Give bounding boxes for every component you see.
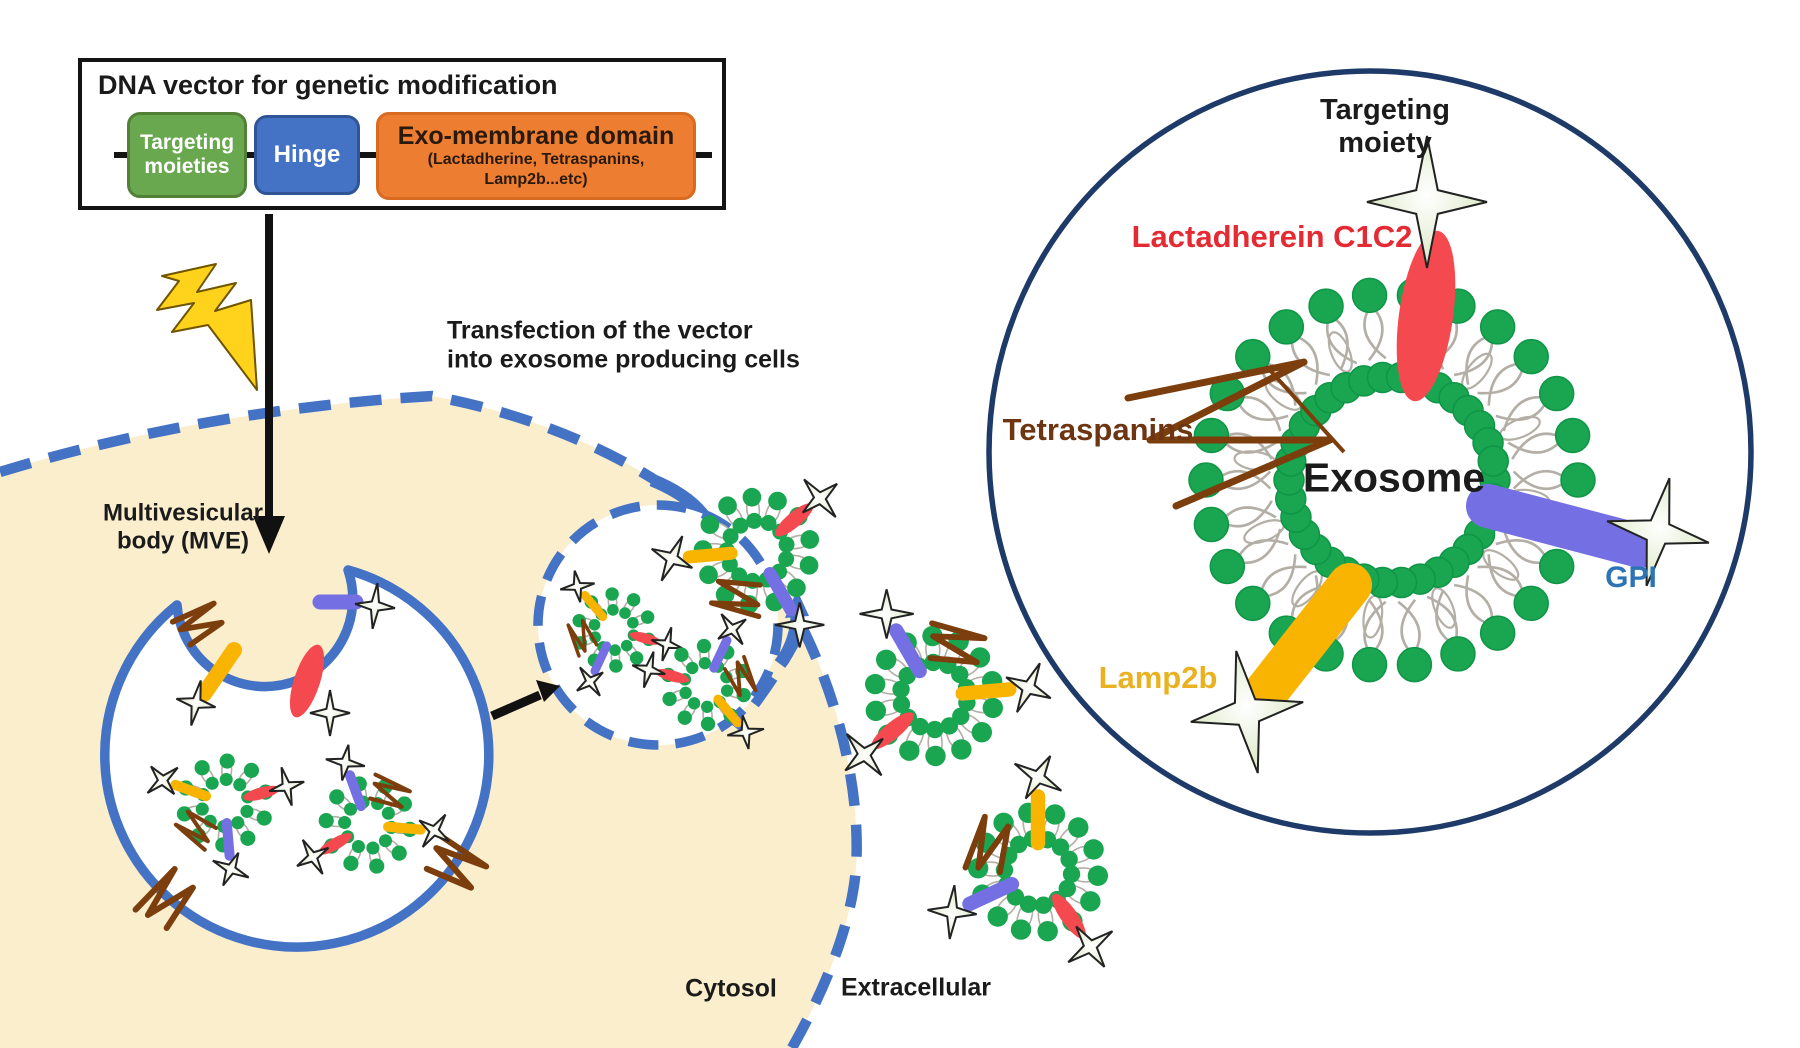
targeting-moiety-star-icon: [801, 478, 838, 518]
targeting-moiety-label: Targeting moiety: [1320, 94, 1450, 159]
tetraspanin-icon: [1124, 358, 1334, 510]
targeting-moiety-star-icon: [146, 765, 179, 795]
lactadherein-protein: [1396, 230, 1456, 402]
transfection-arrow-head: [253, 516, 285, 554]
tetraspanin-icon: [962, 813, 1012, 876]
lightning-bolt-icon: [156, 263, 258, 391]
targeting-moiety-star-icon: [1005, 662, 1052, 713]
targeting-moiety-star-icon: [1366, 135, 1488, 269]
lactadherein-protein: [289, 644, 325, 718]
lactadherein-label: Lactadherein C1C2: [1131, 219, 1413, 255]
targeting-moiety-star-icon: [212, 852, 250, 887]
targeting-moiety-star-icon: [859, 589, 914, 639]
mvb-to-vesicle-arrow-head: [536, 680, 560, 702]
exosome-title: Exosome: [1302, 454, 1486, 501]
lamp2b-protein: [1244, 563, 1372, 714]
detail-circle-outline: [986, 68, 1754, 836]
gpi-label: GPI: [1605, 560, 1657, 594]
targeting-moiety-star-icon: [717, 613, 747, 646]
targeting-moiety-star-icon: [1067, 925, 1114, 968]
targeting-moiety-star-icon: [844, 733, 884, 777]
targeting-moiety-star-icon: [1190, 650, 1304, 774]
lamp2b-protein: [196, 642, 242, 702]
mini-exosomes: [146, 478, 1114, 968]
domain-exo-membrane: Exo-membrane domain (Lactadherine, Tetra…: [376, 112, 696, 200]
transfection-caption: Transfection of the vector into exosome …: [447, 316, 800, 373]
mini-exosome: [631, 613, 765, 750]
tetraspanin-icon: [169, 600, 225, 648]
lightning-bolt-icon: [156, 263, 258, 391]
tetraspanin-icon: [368, 772, 412, 809]
mini-exosome: [559, 570, 683, 697]
transfection-arrow: [253, 214, 560, 721]
targeting-moiety-star-icon: [927, 884, 977, 940]
extracellular-label: Extracellular: [840, 973, 992, 1002]
targeting-moiety-star-icon: [631, 651, 666, 689]
exosome-detail-circle: [986, 68, 1754, 836]
tetraspanins-label: Tetraspanins: [1002, 412, 1194, 448]
lamp2b-label: Lamp2b: [1098, 660, 1218, 696]
mvb-to-vesicle-arrow-shaft: [490, 690, 542, 721]
targeting-moiety-star-icon: [1606, 477, 1710, 587]
targeting-moiety-star-icon: [418, 813, 450, 848]
targeting-moiety-star-icon: [1013, 755, 1063, 800]
targeting-moiety-star-icon: [354, 582, 396, 630]
targeting-moiety-star-icon: [559, 570, 595, 603]
targeting-moiety-star-icon: [576, 666, 604, 697]
tetraspanin-icon: [566, 618, 599, 658]
mvb-label: Multivesicular body (MVE): [102, 499, 264, 554]
gpi-protein: [1466, 484, 1662, 568]
targeting-moiety-star-icon: [650, 626, 683, 662]
tetraspanin-icon: [132, 866, 196, 931]
mini-exosome: [296, 744, 450, 875]
mini-exosome: [844, 589, 1052, 777]
targeting-moiety-star-icon: [325, 744, 366, 781]
mini-exosome: [651, 478, 838, 648]
domain-hinge: Hinge: [254, 115, 360, 195]
tetraspanin-icon: [708, 578, 763, 620]
tetraspanin-icon: [927, 620, 988, 666]
tetraspanin-icon: [722, 654, 758, 698]
domain-targeting-moieties: Targeting moieties: [127, 112, 247, 198]
mini-exosome: [927, 755, 1114, 968]
tetraspanin-icon: [423, 832, 490, 891]
targeting-moiety-star-icon: [175, 680, 217, 726]
targeting-moiety-star-icon: [774, 602, 825, 648]
targeting-moiety-star-icon: [296, 839, 330, 875]
dna-vector-box: DNA vector for genetic modification Targ…: [78, 58, 726, 210]
targeting-moiety-star-icon: [309, 689, 351, 737]
targeting-moiety-star-icon: [726, 715, 765, 750]
dna-box-title: DNA vector for genetic modification: [98, 70, 558, 100]
mini-exosome: [146, 753, 305, 887]
plasma-membrane-right: [787, 626, 862, 1048]
tetraspanin-icon: [173, 809, 219, 852]
targeting-moiety-star-icon: [651, 535, 693, 582]
targeting-moiety-star-icon: [268, 766, 305, 807]
cytosol-label: Cytosol: [685, 974, 777, 1003]
